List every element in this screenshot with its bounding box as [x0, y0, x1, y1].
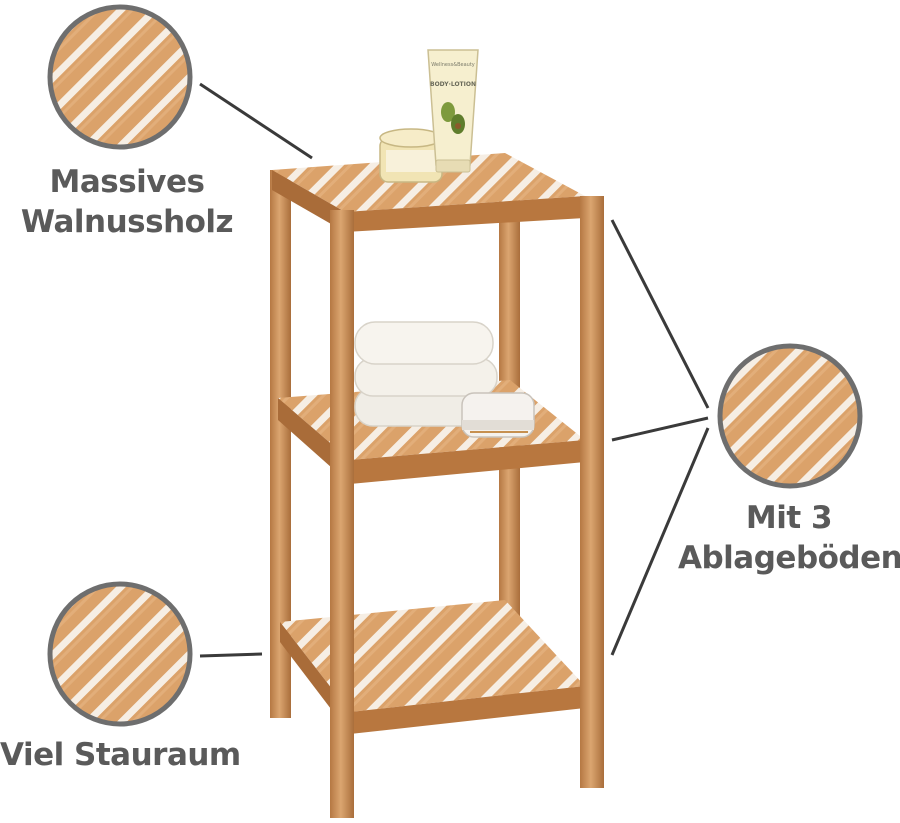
connector-lines: [199, 82, 710, 658]
shelves-label-line1: Mit 3: [745, 500, 833, 536]
lotion-tube: Wellness&Beauty BODY·LOTION: [427, 49, 479, 173]
material-label-line2: Walnussholz: [20, 204, 234, 240]
soap-dish: [461, 392, 535, 438]
tube-brand-text: Wellness&Beauty: [431, 62, 475, 68]
shelf-unit: [270, 153, 604, 818]
towel-stack: [354, 321, 498, 427]
shelf-slats-zoom-icon: [717, 343, 863, 489]
cream-jar: [379, 128, 443, 183]
tube-product-text: BODY·LOTION: [430, 81, 476, 88]
material-label-line1: Massives: [49, 164, 205, 200]
bottom-slats-zoom-icon: [47, 581, 193, 727]
material-label: Massives Walnussholz: [12, 162, 242, 242]
front-left-leg: [330, 210, 354, 818]
front-right-leg: [580, 196, 604, 788]
shelves-label: Mit 3 Ablageböden: [678, 498, 900, 578]
back-left-leg: [270, 170, 291, 718]
storage-label: Viel Stauraum: [0, 735, 241, 775]
shelves-label-line2: Ablageböden: [678, 540, 900, 576]
storage-label-line1: Viel Stauraum: [0, 737, 241, 773]
walnut-slats-zoom-icon: [47, 4, 193, 150]
